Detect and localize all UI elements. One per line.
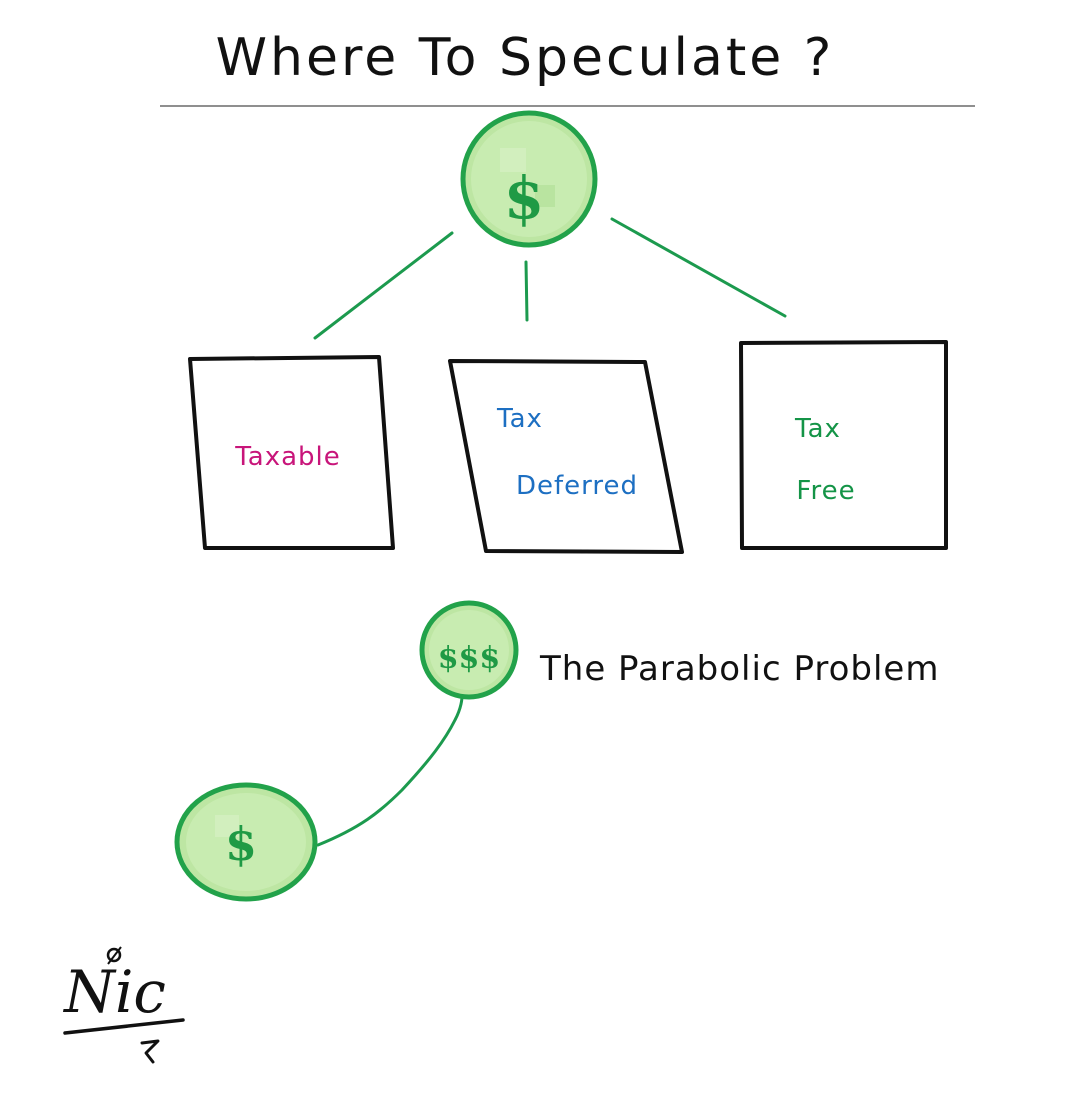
signature-mark-icon [106,947,122,963]
connector-tax-deferred [524,260,529,322]
connector-tax-free [610,217,787,318]
signature-underline [63,1018,185,1035]
signature: Nic [62,946,185,1064]
box-tax-free-line2: Free [796,476,855,506]
connector-taxable [313,231,454,340]
box-tax-free: Tax Free [739,340,948,550]
box-tax-deferred: Tax Deferred [448,359,684,554]
parabolic-top-coin: $$$ [419,600,519,700]
box-tax-deferred-line2: Deferred [516,471,638,501]
parabolic-curve [316,685,465,847]
parabolic-problem-label: The Parabolic Problem [539,649,939,689]
root-dollar-icon: $ [504,164,544,232]
signature-mark-slash [107,946,122,965]
box-taxable: Taxable [188,355,395,550]
box-taxable-label: Taxable [234,442,341,472]
parabolic-bottom-coin: $ [174,782,318,902]
parabolic-top-dollar-icon: $$$ [438,641,501,676]
signature-text: Nic [62,958,166,1026]
page-title: Where To Speculate ? [216,28,835,88]
parabolic-bottom-dollar-icon: $ [225,817,257,871]
signature-hook-icon [140,1039,160,1064]
root-coin: $ [460,110,598,248]
box-tax-free-line1: Tax [794,414,841,444]
box-tax-deferred-line1: Tax [496,404,543,434]
